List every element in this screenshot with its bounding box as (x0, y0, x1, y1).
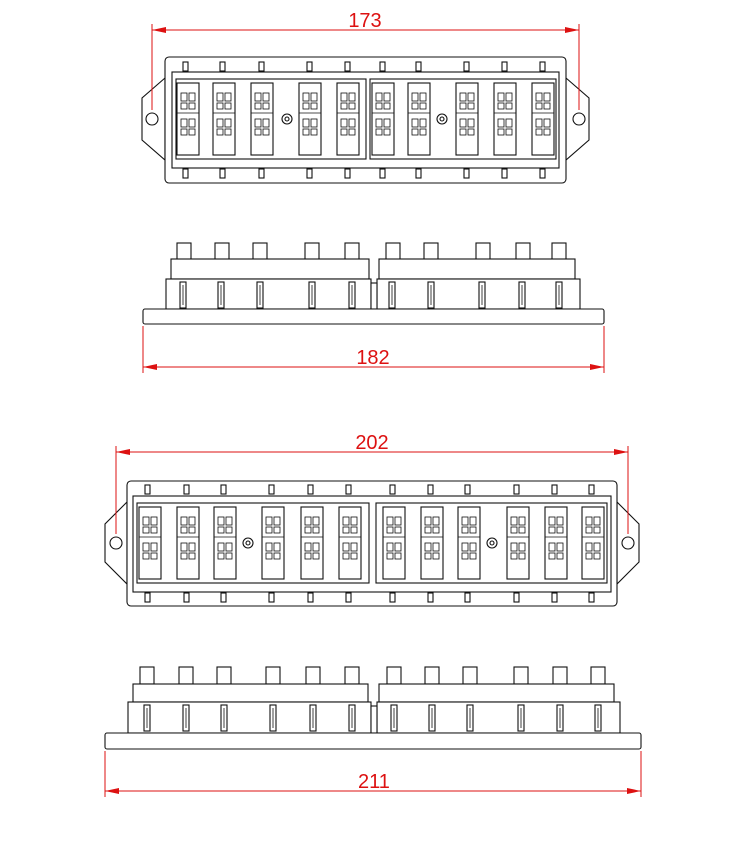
base-plate (142, 308, 605, 325)
top-view-large: 202 (104, 432, 640, 607)
fuse-block-body-large (126, 480, 618, 607)
left-mounting-hole-large (109, 536, 123, 550)
dimension-211: 211 (104, 751, 642, 797)
dimension-label-182: 182 (356, 347, 389, 369)
dimension-173: 173 (151, 10, 580, 110)
left-mounting-hole (145, 112, 159, 126)
right-mounting-hole (572, 112, 586, 126)
fuse-posts (176, 242, 567, 261)
dimension-label-211: 211 (358, 771, 390, 793)
right-mounting-hole-large (621, 536, 635, 550)
left-mounting-ear (141, 76, 166, 162)
dimension-182: 182 (142, 326, 605, 373)
fuse-posts-large (139, 666, 606, 685)
dimension-202: 202 (115, 432, 629, 534)
base-plate-large (104, 732, 642, 750)
top-view-small: 173 (141, 10, 590, 184)
dimension-label-173: 173 (348, 10, 381, 32)
side-view-small: 182 (142, 242, 605, 373)
side-view-large: 211 (104, 666, 642, 797)
dimension-label-202: 202 (355, 432, 388, 454)
